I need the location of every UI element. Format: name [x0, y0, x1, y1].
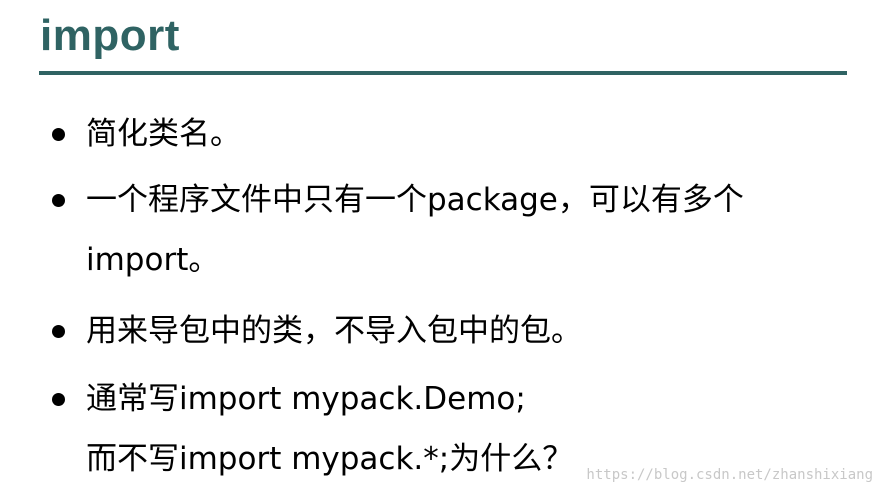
- bullet-text-continued: import。: [86, 242, 220, 278]
- bullet-text: 简化类名。: [86, 116, 241, 152]
- bullet-text: 通常写import mypack.Demo;: [86, 381, 526, 417]
- bullet-dot-icon: [52, 194, 65, 207]
- watermark: https://blog.csdn.net/zhanshixiang: [586, 467, 873, 483]
- bullet-text: 用来导包中的类，不导入包中的包。: [86, 313, 582, 349]
- bullet-dot-icon: [52, 325, 65, 338]
- bullet-dot-icon: [52, 393, 65, 406]
- bullet-dot-icon: [52, 128, 65, 141]
- bullet-text-continued: 而不写import mypack.*;为什么？: [86, 441, 574, 477]
- title-divider: [39, 71, 847, 75]
- slide-title: import: [40, 11, 180, 60]
- bullet-text: 一个程序文件中只有一个package，可以有多个: [86, 182, 744, 218]
